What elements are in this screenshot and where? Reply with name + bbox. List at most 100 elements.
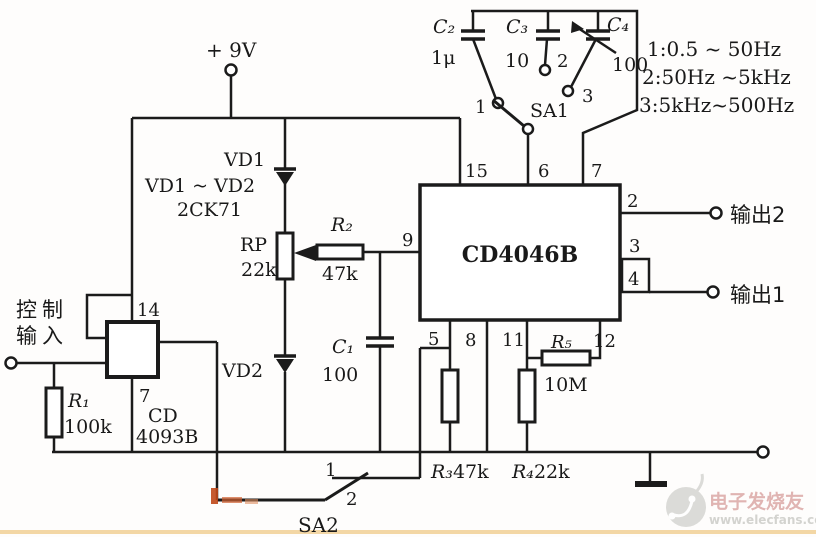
c4-capacitor-icon [586,29,610,41]
c4-arrowhead-icon [571,21,584,33]
r5-value: 10M [544,374,588,396]
r2-value: 47k [322,263,358,285]
pin11-label: 11 [502,330,525,351]
artifact-mark [211,488,218,504]
chip-name: CD4046B [462,242,578,268]
pin15-label: 15 [465,161,488,182]
top-rail-wire [130,116,462,322]
c4-drop-wire [569,11,600,88]
sa1-lever [492,98,525,128]
c3-drop-wire [543,11,550,66]
sa1-pos2-label: 2 [557,51,568,72]
r1-resistor-body [44,386,64,439]
c2-label: C₂ [433,16,455,38]
watermark-site-url: www.elecfans.com [709,513,816,527]
sa2-pos2-label: 2 [346,489,357,510]
gate-cd4093b-body [105,320,160,379]
range3-label: 3:5kHz~500Hz [639,93,794,117]
logo-circle [666,487,706,527]
logo-dot [688,495,696,503]
r2-label: R₂ [330,214,353,236]
r4-name: R₄ [511,461,534,483]
logo-plug [673,500,694,518]
rail-terminal [756,445,770,459]
diode-model-label: 2CK71 [177,199,242,221]
watermark-site-name: 电子发烧友 [709,490,804,513]
logo-tail [694,473,704,493]
control-gate-section [4,293,219,500]
c2-drop-wire [471,11,498,100]
gate-pin14-label: 14 [137,300,160,321]
range2-label: 2:50Hz ~5kHz [642,65,791,89]
r4-val: 22k [534,461,570,483]
cd4046b-body [418,183,622,322]
r5-label: R₅ [550,332,572,353]
c1-label: C₁ [332,336,354,358]
output2-label: 输出2 [730,203,785,227]
control-input-terminal [4,356,18,370]
capacitor-bank [461,9,639,185]
pin3-label: 3 [629,236,640,257]
power-label: + 9V [206,38,257,62]
r4-label: R₄22k [511,461,570,483]
output1-label: 输出1 [730,283,785,307]
c4-value: 100 [612,54,648,76]
pin8-label: 8 [465,330,476,351]
c4-trimmer-arrow [577,26,617,55]
diode-group-label: VD1 ~ VD2 [144,175,255,197]
main-chip [418,183,723,322]
r3-resistor-body [440,368,460,424]
vd1-diode-triangle [276,172,294,186]
gate-name-line1: CD [148,405,178,427]
sa1-label: SA1 [530,100,569,122]
sa1-contact-3 [561,84,575,98]
sa1-pos3-label: 3 [582,86,593,107]
bottom-border-artifact [0,530,816,534]
pin9-label: 9 [402,230,413,251]
artifact-mark [245,499,258,504]
r5-resistor-body [540,349,592,367]
vd1-label: VD1 [223,149,265,171]
rp-potentiometer-body [275,231,295,281]
output1-terminal [706,285,720,299]
rp-value: 22k [241,259,277,281]
c1-capacitor-icon [366,336,394,348]
red-print-artifact [211,488,258,504]
c3-value: 10 [505,50,529,72]
sa1-pos1-label: 1 [475,97,486,118]
c3-label: C₃ [506,16,528,38]
sa2-pos1-label: 1 [325,460,336,481]
pin2-label: 2 [627,191,638,212]
c2-capacitor-icon [461,29,485,41]
rp-label: RP [240,234,267,256]
vd2-diode-triangle [276,359,294,373]
cap-box-wire [471,9,639,185]
r1-value: 100k [64,416,112,438]
logo-dot [668,512,676,520]
output2-terminal [709,206,723,220]
c3-capacitor-icon [536,29,560,41]
c2-value: 1μ [431,47,455,69]
r1-label: R₁ [67,390,90,412]
control-label-line1: 控制 [16,298,68,322]
sa1-contact-2 [538,63,552,77]
pin4-label: 4 [628,269,639,290]
control-label-line2: 输入 [16,324,68,348]
pin12-label: 12 [593,331,616,352]
gate-pin7-label: 7 [139,386,150,407]
r4-resistor-body [517,368,537,424]
pin11-wire [525,320,542,452]
range1-label: 1:0.5 ~ 50Hz [647,37,781,61]
rp-wiper-arrow [294,245,316,261]
gate-feedback-wire [85,293,132,340]
sa2-switch [217,471,420,502]
watermark-logo-icon [666,473,706,527]
r2-resistor-body [315,243,365,261]
pin4-box [620,257,651,294]
pin6-label: 6 [538,161,549,182]
r3-label: R₃47k [430,461,489,483]
sa1-pole [521,122,535,136]
diode-branch [274,118,420,452]
